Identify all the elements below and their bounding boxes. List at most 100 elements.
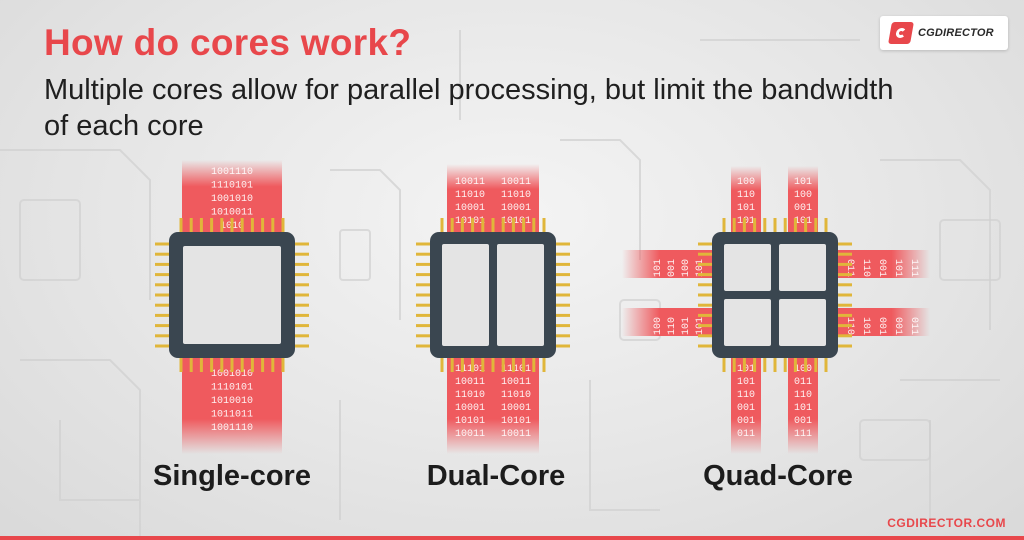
dual-core-pins-top-pin [511, 218, 515, 232]
single-core-pins-left-pin [155, 293, 169, 297]
dual-core-pins-left-pin [416, 273, 430, 277]
quad-core-pins-top-pin [722, 218, 726, 232]
dual-core-top-bits-0-2: 10001 [455, 203, 485, 214]
quad-core-pins-left-pin [698, 242, 712, 246]
dual-core-pins-top-pin [532, 218, 536, 232]
dual-core-top-bits-1-1: 11010 [501, 190, 531, 201]
dual-core-top-bits-0-0: 10011 [455, 177, 485, 188]
single-core-pins-right-pin [295, 344, 309, 348]
single-core-pins-bottom-pin [199, 358, 203, 372]
single-core-pins-bottom-pin [250, 358, 254, 372]
single-core-pins-right-pin [295, 283, 309, 287]
quad-core-pins-top-pin [814, 218, 818, 232]
quad-core-right-bits-1-3: 001 [892, 317, 903, 335]
quad-core-pins-bottom-pin [753, 358, 757, 372]
dual-core-pins-top-pin [501, 218, 505, 232]
quad-core-pins-bottom-pin [783, 358, 787, 372]
quad-core-pins-top-pin [753, 218, 757, 232]
quad-core-core-3 [724, 299, 771, 346]
single-core-top-bits-3: 1010011 [211, 208, 253, 219]
single-core-pins-right-pin [295, 293, 309, 297]
single-core-pins-bottom-pin [189, 358, 193, 372]
quad-core-bottom-bits-0-4: 001 [737, 416, 755, 427]
single-core-pins-bottom-pin [261, 358, 265, 372]
dual-core-pins-bottom-pin [542, 358, 546, 372]
single-core-pins-right-pin [295, 313, 309, 317]
dual-core-pins-bottom-pin [481, 358, 485, 372]
dual-core-top-bits-0-3: 10101 [455, 216, 485, 227]
quad-core-core-2 [779, 244, 826, 291]
quad-core-pins-bottom-pin [732, 358, 736, 372]
single-core-pins-right-pin [295, 242, 309, 246]
single-core-top-bits-2: 1001010 [211, 194, 253, 205]
quad-core-right-bits-1-4: 011 [908, 317, 919, 335]
single-core-pins-right-pin [295, 262, 309, 266]
quad-core-left-stream-1 [622, 308, 716, 336]
single-core-pins-top-pin [261, 218, 265, 232]
quad-core-top-bits-0-2: 101 [737, 203, 755, 214]
single-core-bottom-bits-3: 1011011 [211, 410, 253, 421]
quad-core-top-bits-1-0: 101 [794, 177, 812, 188]
dual-core-bottom-bits-1-1: 10011 [501, 377, 531, 388]
single-core-pins-top-pin [179, 218, 183, 232]
single-core-pins-bottom-pin [210, 358, 214, 372]
quad-core-pins-top-pin [783, 218, 787, 232]
dual-core-pins-top-pin [481, 218, 485, 232]
quad-core-right-bits-0-3: 101 [892, 259, 903, 277]
single-core-pins-top-pin [271, 218, 275, 232]
single-core-top-bits-1: 1110101 [211, 181, 253, 192]
quad-core-pins-bottom-pin [804, 358, 808, 372]
dual-core-bottom-bits-0-3: 10001 [455, 403, 485, 414]
single-core-pins-right-pin [295, 273, 309, 277]
dual-core-core-2 [497, 244, 544, 346]
quad-core-output-stream-1 [788, 354, 818, 454]
single-core-pins [155, 218, 309, 372]
quad-core-right-bits-0-2: 001 [876, 259, 887, 277]
quad-core-pins-left-pin [698, 324, 712, 328]
dual-core-pins-right-pin [556, 303, 570, 307]
site-url: CGDIRECTOR.COM [887, 516, 1006, 530]
single-core-pins-top-pin [240, 218, 244, 232]
quad-core-right-bits-0-0: 011 [844, 259, 855, 277]
dual-core-pins-right-pin [556, 252, 570, 256]
label-quad-core: Quad-Core [703, 460, 853, 492]
quad-core-pins-right-pin [838, 293, 852, 297]
dual-core-pins-right-pin [556, 273, 570, 277]
dual-core-pins-top-pin [460, 218, 464, 232]
label-single-core: Single-core [153, 460, 311, 492]
single-core-pins-bottom-pin [230, 358, 234, 372]
dual-core-pins-right-pin [556, 334, 570, 338]
quad-core-pins-bottom-pin [814, 358, 818, 372]
quad-core-core-4 [779, 299, 826, 346]
quad-core-pins-right-pin [838, 303, 852, 307]
quad-core-right-stream-1 [834, 308, 930, 336]
dual-core-pins-left-pin [416, 303, 430, 307]
quad-core-top-bits-0-0: 100 [737, 177, 755, 188]
quad-core-pins-bottom-pin [763, 358, 767, 372]
quad-core-left-bits-0-2: 100 [681, 259, 692, 277]
quad-core-right-bits-0-1: 110 [860, 259, 871, 277]
quad-core-pins-right-pin [838, 334, 852, 338]
dual-core-bottom-bits-1-2: 11010 [501, 390, 531, 401]
quad-core-top-bits-1-2: 001 [794, 203, 812, 214]
single-core-pins-top-pin [230, 218, 234, 232]
quad-core-pins-bottom-pin [742, 358, 746, 372]
logo-mark-icon [888, 22, 914, 44]
single-core-bottom-bits-2: 1010010 [211, 396, 253, 407]
page-title: How do cores work? [44, 22, 412, 63]
quad-core-left-bits-1-2: 101 [681, 317, 692, 335]
quad-core-pins-left-pin [698, 283, 712, 287]
quad-core-top-bits-1-3: 101 [794, 216, 812, 227]
logo-text: CGDIRECTOR [918, 27, 994, 39]
quad-core-pins-left-pin [698, 344, 712, 348]
dual-core-pins-bottom-pin [491, 358, 495, 372]
quad-core-pins-left-pin [698, 252, 712, 256]
single-core-bottom-bits-4: 1001110 [211, 423, 253, 434]
quad-core-pins-bottom-pin [793, 358, 797, 372]
dual-core-input-stream-0 [447, 164, 493, 236]
dual-core-pins [416, 218, 570, 372]
quad-core-input-stream-1 [788, 166, 818, 236]
quad-core-pins-bottom-pin [773, 358, 777, 372]
dual-core-pins-right-pin [556, 262, 570, 266]
